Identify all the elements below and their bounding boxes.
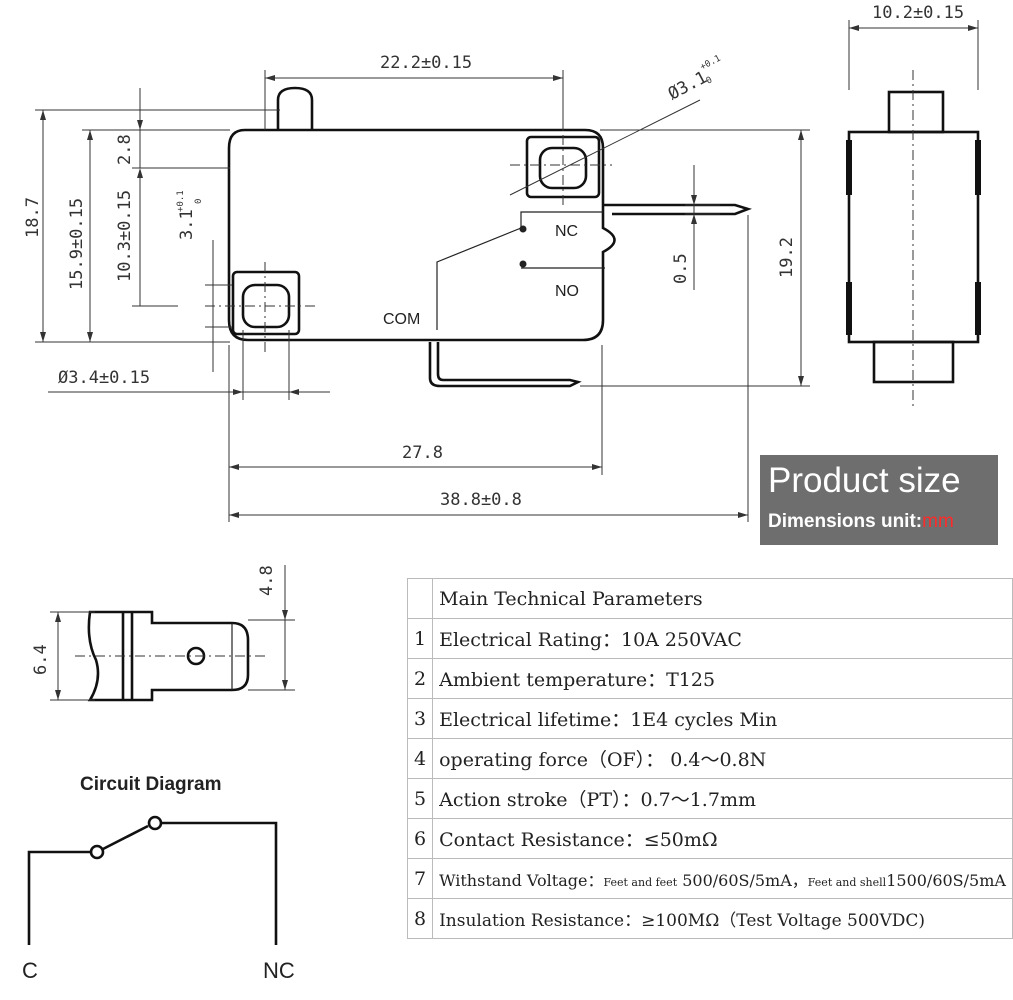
withstand-sub2: Feet and shell xyxy=(807,875,887,889)
dim-height-103: 10.3±0.15 xyxy=(115,190,135,282)
switch-body-front-view xyxy=(205,86,752,388)
row-text: Insulation Resistance：≥100MΩ（Test Voltag… xyxy=(432,898,1013,939)
row-number: 1 xyxy=(406,618,434,659)
dim-side-width: 10.2±0.15 xyxy=(872,3,964,23)
withstand-label: Withstand Voltage： xyxy=(439,870,604,890)
switch-side-view xyxy=(846,70,981,410)
dim-width-278: 27.8 xyxy=(402,443,443,463)
banner-title: Product size xyxy=(768,461,961,500)
withstand-value1: 500/60S/5mA， xyxy=(677,870,808,890)
row-number: 5 xyxy=(406,778,434,819)
row-text: Withstand Voltage：Feet and feet 500/60S/… xyxy=(432,858,1013,899)
table-title: Main Technical Parameters xyxy=(432,578,1013,619)
label-com-terminal: COM xyxy=(383,311,420,328)
banner-unit: mm xyxy=(922,511,954,532)
dim-tab-48: 4.8 xyxy=(257,565,277,596)
dim-hole-com: Ø3.4±0.15 xyxy=(58,368,150,388)
row-text: Contact Resistance：≤50mΩ xyxy=(432,818,1013,859)
dim-hole-small-tol-zero: 0 xyxy=(705,75,714,86)
row-number: 4 xyxy=(406,738,434,779)
row-text: Ambient temperature：T125 xyxy=(432,658,1013,699)
row-number: 6 xyxy=(406,818,434,859)
terminal-tab-detail xyxy=(50,565,295,702)
dim-height-31: 3.1 xyxy=(177,209,197,240)
withstand-sub1: Feet and feet xyxy=(603,875,678,889)
label-no-terminal: NO xyxy=(555,283,579,300)
dim-height-192: 19.2 xyxy=(777,237,797,278)
circuit-diagram xyxy=(27,815,278,945)
row-number: 3 xyxy=(406,698,434,739)
dim-width-388: 38.8±0.8 xyxy=(440,490,522,510)
row-text: Electrical Rating：10A 250VAC xyxy=(432,618,1013,659)
product-size-banner: Product size Dimensions unit:mm xyxy=(760,455,998,545)
circuit-label-nc: NC xyxy=(263,958,295,983)
row-text: operating force（OF）： 0.4～0.8N xyxy=(432,738,1013,779)
dim-height-159: 15.9±0.15 xyxy=(67,198,87,290)
dim-hole-small-tol-plus: +0.1 xyxy=(699,54,723,73)
row-text: Electrical lifetime：1E4 cycles Min xyxy=(432,698,1013,739)
dim-height-31-tol-plus: +0.1 xyxy=(176,190,186,212)
table-header-num xyxy=(406,578,434,619)
table-header-row: Main Technical Parameters xyxy=(406,578,1013,619)
dim-height-total: 18.7 xyxy=(23,197,43,238)
dimension-lines xyxy=(35,20,979,522)
row-text: Action stroke（PT）：0.7～1.7mm xyxy=(432,778,1013,819)
dim-height-28: 2.8 xyxy=(115,134,135,165)
label-nc-terminal: NC xyxy=(555,223,578,240)
circuit-label-c: C xyxy=(22,958,38,983)
row-number: 8 xyxy=(406,898,434,939)
dim-hole-small: Ø3.1 xyxy=(665,68,711,105)
withstand-value2: 1500/60S/5mA xyxy=(886,870,1006,890)
row-number: 2 xyxy=(406,658,434,699)
dim-tab-64: 6.4 xyxy=(31,644,51,675)
dim-top-width: 22.2±0.15 xyxy=(380,53,472,73)
circuit-diagram-title: Circuit Diagram xyxy=(80,774,222,795)
row-number: 7 xyxy=(406,858,434,899)
dim-gap-05: 0.5 xyxy=(671,253,691,284)
dimension-labels: 22.2±0.15 10.2±0.15 27.8 38.8±0.8 Ø3.4±0… xyxy=(23,3,964,675)
banner-subtitle-text: Dimensions unit: xyxy=(768,511,923,532)
banner-subtitle: Dimensions unit:mm xyxy=(768,511,954,533)
dim-height-31-tol-zero: 0 xyxy=(194,199,204,204)
